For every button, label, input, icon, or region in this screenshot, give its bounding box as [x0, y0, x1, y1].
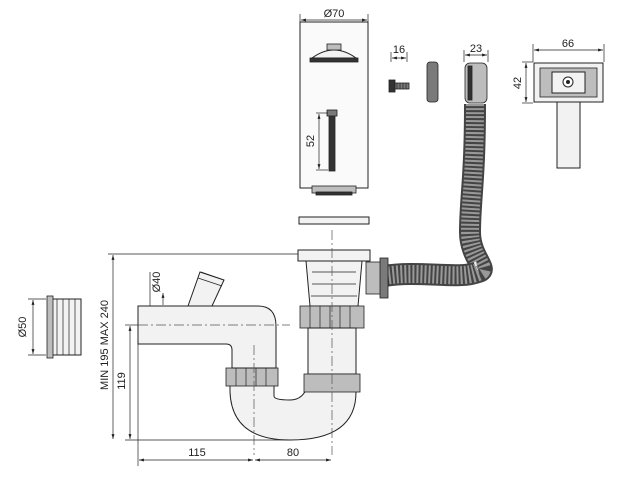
dim-overflow-width: 66 [562, 38, 574, 50]
dim-overflow-height: 42 [512, 77, 524, 89]
screw-head [388, 79, 396, 93]
screw-group: 16 [388, 44, 410, 93]
plug-stem-head [326, 109, 338, 117]
basin-flange [297, 249, 371, 262]
strainer-base-lip [315, 191, 353, 196]
dim-horizontal-right: 80 [287, 447, 299, 459]
outlet-branch [137, 305, 277, 369]
screw-shaft [394, 82, 410, 90]
trap-nut-left [225, 367, 279, 387]
waste-body [305, 260, 363, 307]
adapter-body [50, 298, 82, 356]
overflow-pipe-stub [556, 101, 581, 169]
sealing-gasket [298, 216, 370, 225]
dim-top-diameter: Ø70 [324, 8, 345, 20]
dim-siphon-height: 119 [116, 372, 128, 390]
dim-screw-length: 16 [393, 44, 405, 56]
dim-height-range: MIN 195 MAX 240 [99, 300, 111, 390]
plug-stem [328, 112, 336, 172]
siphon-assembly [137, 230, 389, 455]
dim-outlet-diameter: Ø40 [151, 272, 163, 293]
corrugated-overflow-hose [382, 103, 493, 287]
dim-plug-stem: 52 [305, 135, 317, 147]
dim-adapter-diameter: Ø50 [17, 317, 29, 338]
plug-top-ring [326, 43, 342, 51]
overflow-cover-side [426, 61, 439, 103]
plug-seal [309, 57, 359, 63]
dim-hose-end-width: 23 [470, 43, 482, 55]
adapter-group: Ø50 [17, 295, 82, 359]
dim-horizontal-left: 115 [188, 447, 206, 459]
hose-end-group: 23 [463, 43, 489, 104]
angled-inlet [187, 271, 225, 307]
overflow-frame-group: 66 42 [512, 38, 605, 169]
plug-strainer-group: Ø70 52 [299, 8, 369, 196]
